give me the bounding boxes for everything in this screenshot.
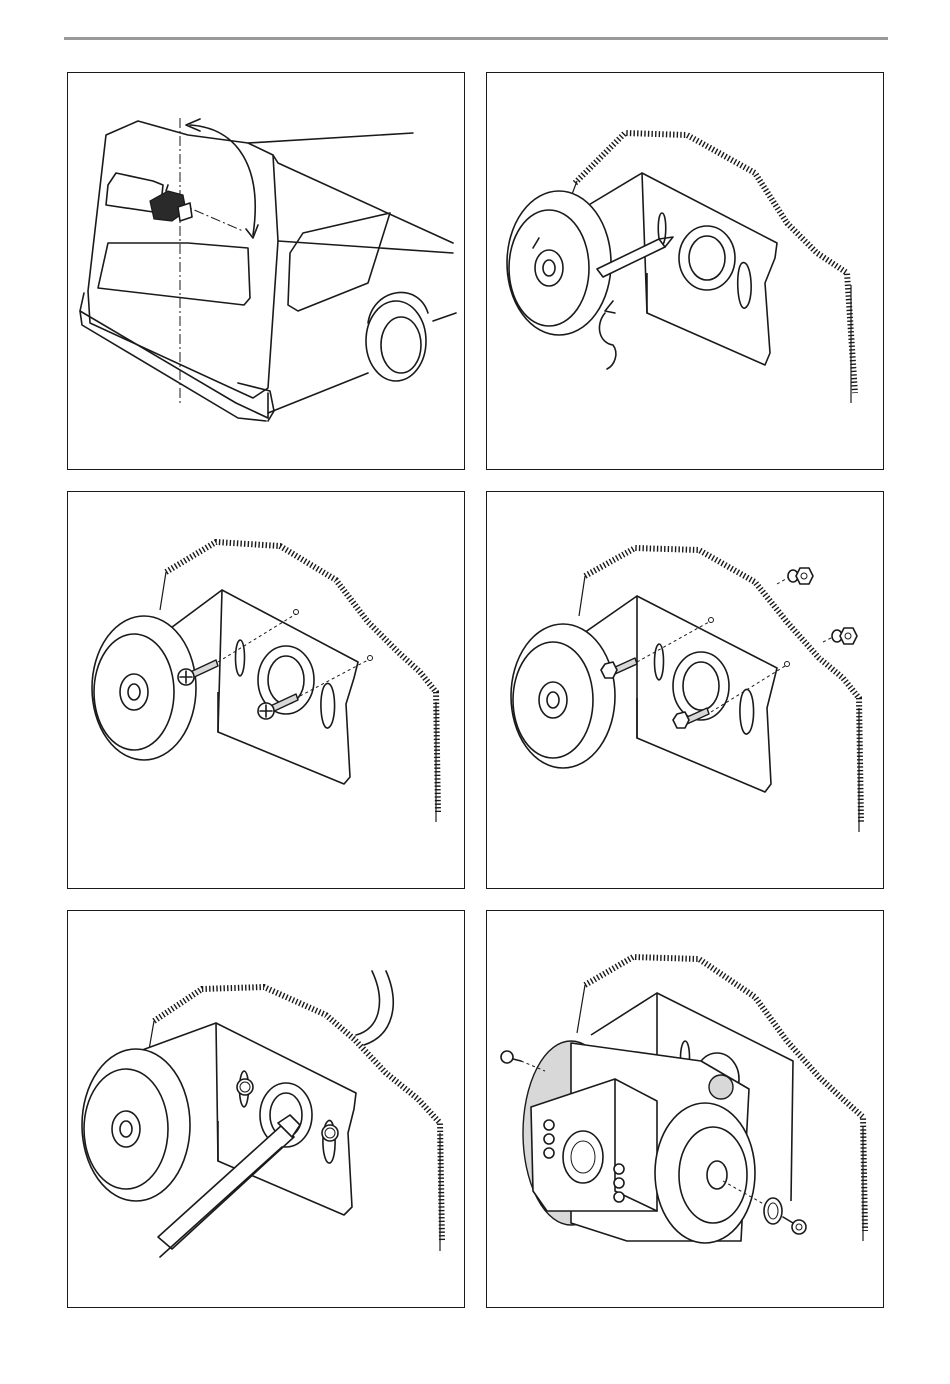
figure-screw-mounting bbox=[67, 491, 465, 889]
van-illustration bbox=[68, 73, 464, 469]
bracket-bolts-illustration bbox=[487, 492, 883, 888]
figure-mark-holes bbox=[486, 72, 884, 470]
header-rule bbox=[64, 37, 888, 40]
bracket-pen-illustration bbox=[487, 73, 883, 469]
figure-van-mounting-position bbox=[67, 72, 465, 470]
camera-attach-illustration bbox=[487, 911, 883, 1307]
bracket-screws-illustration bbox=[68, 492, 464, 888]
figure-camera-attach bbox=[486, 910, 884, 1308]
figure-cable-routing bbox=[67, 910, 465, 1308]
bracket-cable-illustration bbox=[68, 911, 464, 1307]
figure-bolt-nut-mounting bbox=[486, 491, 884, 889]
